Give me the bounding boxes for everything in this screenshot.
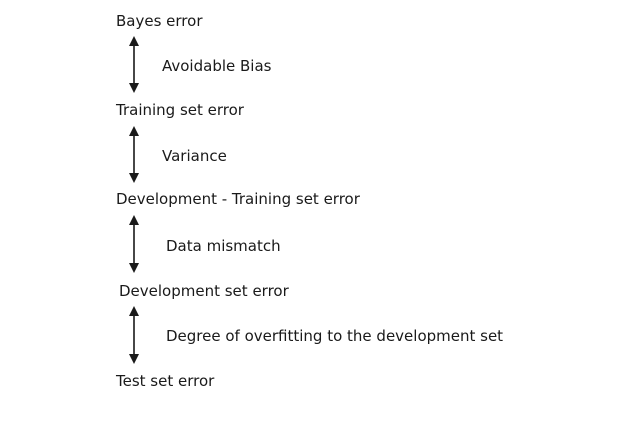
- gap-avoidable-bias: Avoidable Bias: [162, 57, 272, 75]
- level-test-set-error: Test set error: [116, 372, 215, 390]
- level-development-set-error: Development set error: [119, 282, 289, 300]
- double-arrow-icon: [129, 215, 139, 273]
- level-training-set-error: Training set error: [116, 101, 244, 119]
- level-bayes-error: Bayes error: [116, 12, 203, 30]
- double-arrow-icon: [129, 36, 139, 93]
- level-development-training-set-error: Development - Training set error: [116, 190, 360, 208]
- gap-data-mismatch: Data mismatch: [166, 237, 281, 255]
- gap-variance: Variance: [162, 147, 227, 165]
- double-arrow-icon: [129, 126, 139, 183]
- double-arrow-icon: [129, 306, 139, 364]
- gap-overfitting-dev-set: Degree of overfitting to the development…: [166, 327, 504, 345]
